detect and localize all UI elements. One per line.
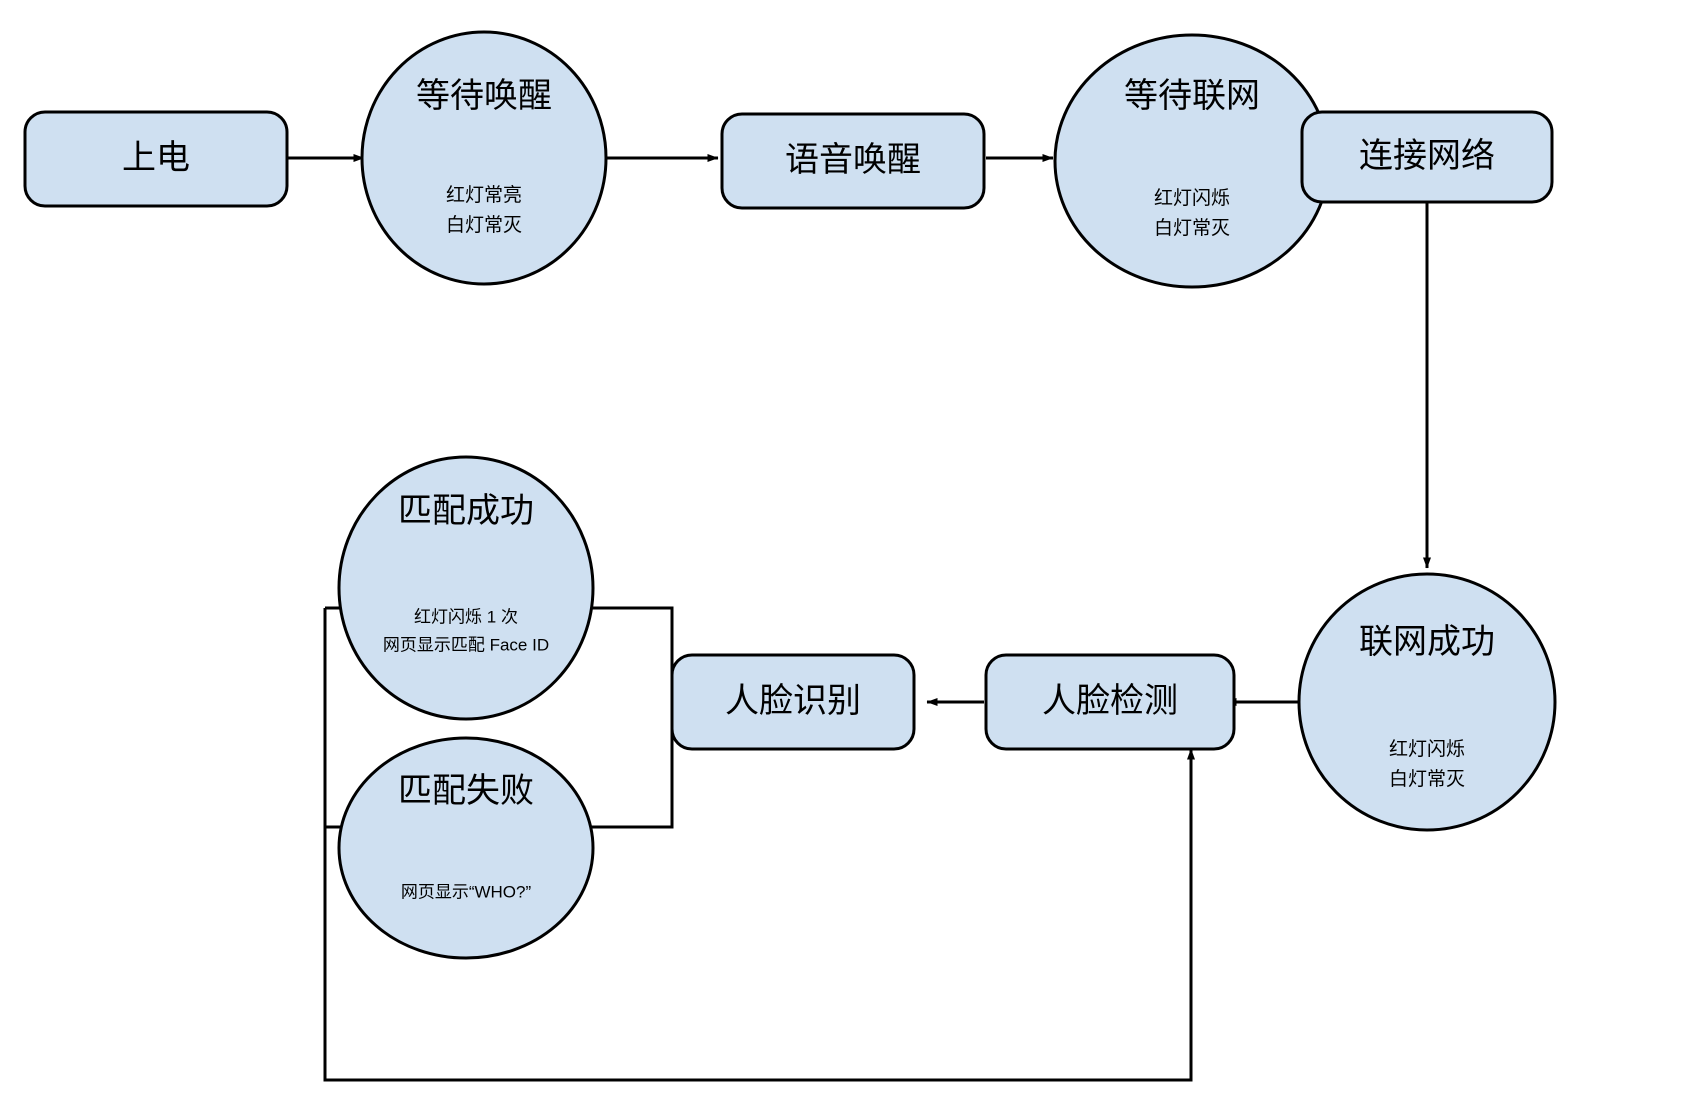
node-wait-network-sub-0: 红灯闪烁 bbox=[1154, 187, 1230, 209]
node-face-recognize[interactable]: 人脸识别 bbox=[670, 653, 916, 751]
node-face-detect-title: 人脸检测 bbox=[1042, 682, 1178, 720]
node-network-success-sub-0: 红灯闪烁 bbox=[1389, 738, 1465, 760]
node-power-on-title: 上电 bbox=[122, 139, 190, 177]
node-match-success-shape[interactable] bbox=[337, 455, 595, 721]
node-voice-wakeup-title: 语音唤醒 bbox=[785, 141, 921, 179]
node-wait-network-sub-1: 白灯常灭 bbox=[1154, 217, 1230, 239]
node-face-detect-shape[interactable] bbox=[984, 653, 1236, 751]
edge-match-fail-to-face-detect bbox=[323, 748, 1195, 1082]
node-match-success[interactable]: 匹配成功 红灯闪烁 1 次 网页显示匹配 Face ID bbox=[337, 455, 595, 721]
node-match-fail[interactable]: 匹配失败 网页显示“WHO?” bbox=[337, 736, 595, 960]
node-connect-network-shape[interactable] bbox=[1300, 110, 1554, 204]
node-match-success-sub-0: 红灯闪烁 1 次 bbox=[414, 607, 518, 626]
node-wait-wakeup-sub-0: 红灯常亮 bbox=[446, 184, 522, 206]
node-wait-network-title: 等待联网 bbox=[1124, 77, 1260, 115]
node-match-success-title: 匹配成功 bbox=[398, 492, 534, 530]
node-power-on[interactable]: 上电 bbox=[23, 110, 289, 208]
node-wait-network-shape[interactable] bbox=[1053, 33, 1331, 289]
node-wait-wakeup[interactable]: 等待唤醒 红灯常亮 白灯常灭 bbox=[360, 30, 608, 286]
node-wait-wakeup-shape[interactable] bbox=[360, 30, 608, 286]
node-match-fail-title: 匹配失败 bbox=[398, 772, 534, 810]
node-power-on-shape[interactable] bbox=[23, 110, 289, 208]
node-match-fail-shape[interactable] bbox=[337, 736, 595, 960]
node-connect-network-title: 连接网络 bbox=[1359, 137, 1495, 175]
node-voice-wakeup-shape[interactable] bbox=[720, 112, 986, 210]
node-match-fail-sub-0: 网页显示“WHO?” bbox=[401, 882, 532, 901]
node-network-success-title: 联网成功 bbox=[1359, 623, 1495, 661]
node-face-recognize-shape[interactable] bbox=[670, 653, 916, 751]
node-connect-network[interactable]: 连接网络 bbox=[1300, 110, 1554, 204]
node-wait-wakeup-sub-1: 白灯常灭 bbox=[446, 214, 522, 236]
node-network-success[interactable]: 联网成功 红灯闪烁 白灯常灭 bbox=[1297, 572, 1557, 832]
node-network-success-sub-1: 白灯常灭 bbox=[1389, 768, 1465, 790]
node-wait-network[interactable]: 等待联网 红灯闪烁 白灯常灭 bbox=[1053, 33, 1331, 289]
node-network-success-shape[interactable] bbox=[1297, 572, 1557, 832]
node-face-detect[interactable]: 人脸检测 bbox=[984, 653, 1236, 751]
node-wait-wakeup-title: 等待唤醒 bbox=[416, 77, 552, 115]
node-layer: 上电 等待唤醒 红灯常亮 白灯常灭 语音唤醒 等待联网 红灯闪烁 白灯常灭 bbox=[23, 30, 1557, 960]
node-voice-wakeup[interactable]: 语音唤醒 bbox=[720, 112, 986, 210]
node-face-recognize-title: 人脸识别 bbox=[725, 682, 861, 720]
node-match-success-sub-1: 网页显示匹配 Face ID bbox=[383, 635, 549, 654]
